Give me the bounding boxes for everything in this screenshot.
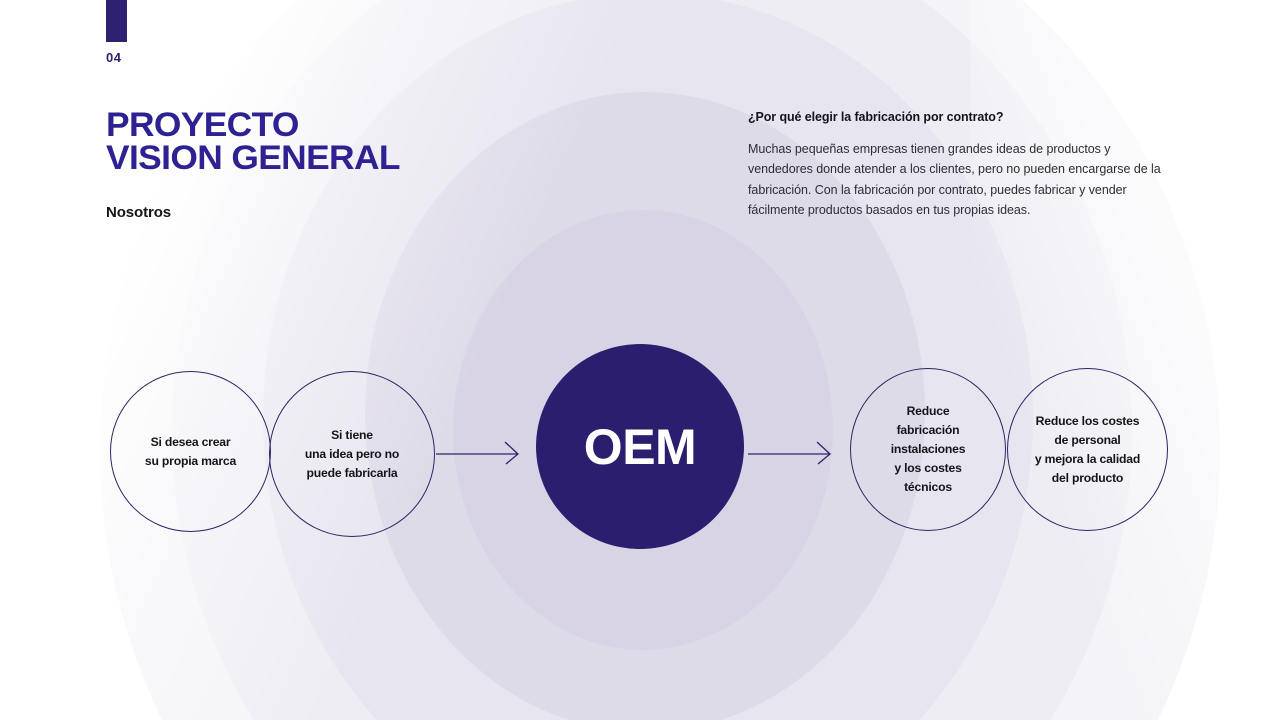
diagram-node-output-1-label: Reduce fabricación instalaciones y los c… xyxy=(890,404,966,494)
description-block: ¿Por qué elegir la fabricación por contr… xyxy=(748,110,1173,221)
description-heading: ¿Por qué elegir la fabricación por contr… xyxy=(748,110,1004,124)
page-number: 04 xyxy=(106,50,122,65)
page-title: PROYECTO VISION GENERAL xyxy=(106,108,400,175)
page-title-line-1: PROYECTO xyxy=(106,106,299,144)
diagram-node-output-2: Reduce los costes de personal y mejora l… xyxy=(1007,368,1168,531)
diagram-node-output-2-label: Reduce los costes de personal y mejora l… xyxy=(1034,413,1141,485)
page-subtitle: Nosotros xyxy=(106,204,172,221)
arrow-hub-to-outputs-icon xyxy=(748,441,831,465)
diagram-node-input-1: Si desea crear su propia marca xyxy=(110,371,271,532)
diagram-node-input-1-label: Si desea crear su propia marca xyxy=(144,434,237,468)
description-body: Muchas pequeñas empresas tienen grandes … xyxy=(748,142,1161,218)
diagram-hub-oem: OEM xyxy=(536,344,744,549)
diagram-node-input-2: Si tiene una idea pero no puede fabricar… xyxy=(269,371,435,537)
diagram-node-input-2-label: Si tiene una idea pero no puede fabricar… xyxy=(304,427,400,480)
accent-bar xyxy=(106,0,127,42)
diagram-hub-label: OEM xyxy=(583,418,697,475)
arrow-inputs-to-hub-icon xyxy=(436,441,519,465)
diagram-node-output-1: Reduce fabricación instalaciones y los c… xyxy=(850,368,1006,531)
page-title-line-2: VISION GENERAL xyxy=(106,139,400,177)
